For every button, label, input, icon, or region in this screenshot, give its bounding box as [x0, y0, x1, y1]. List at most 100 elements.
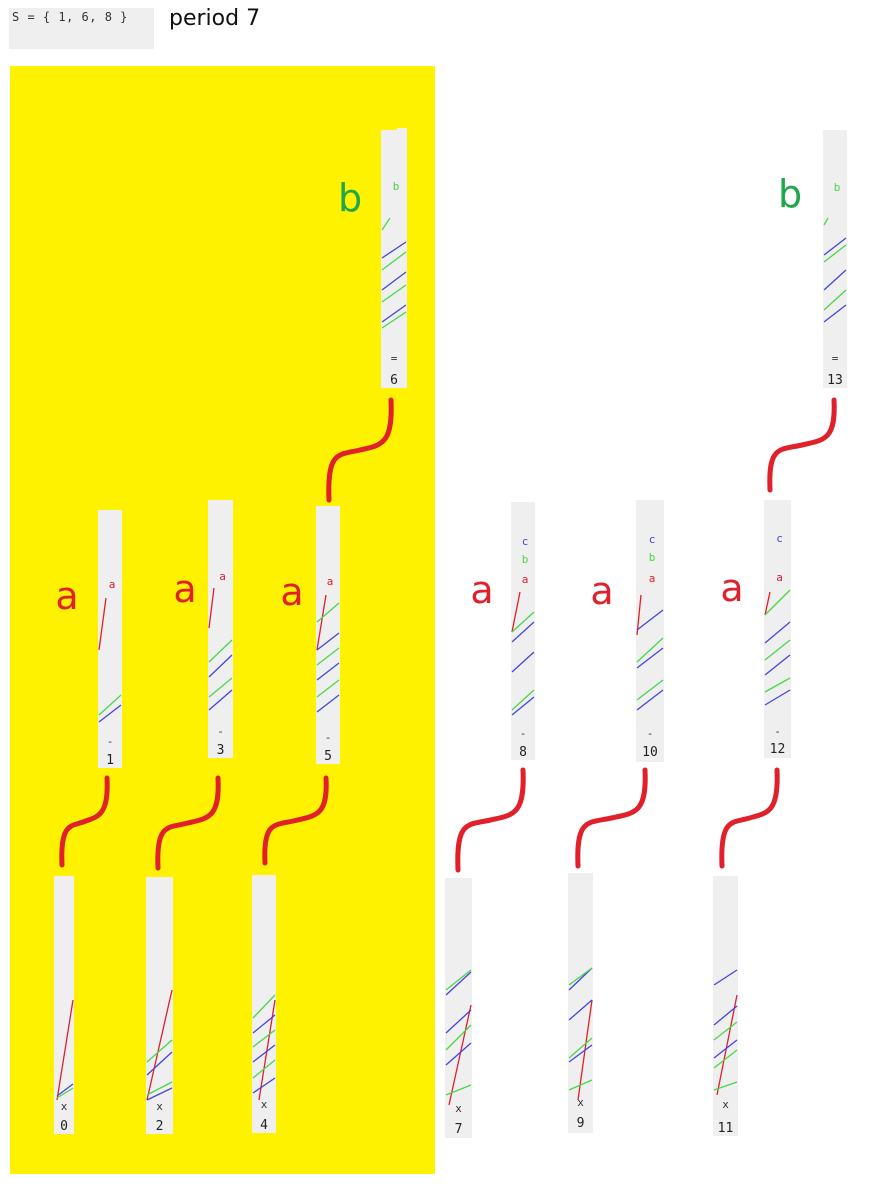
- red-trace-line: [636, 594, 642, 636]
- green-trace-line: [316, 679, 340, 698]
- connector-curve: [767, 397, 837, 493]
- blue-trace-line: [764, 621, 791, 644]
- strip-letter-c: c: [522, 535, 529, 548]
- green-trace-line: [823, 244, 847, 263]
- strip-7: [445, 878, 472, 1138]
- strip-marker: =: [391, 352, 398, 365]
- blue-trace-line: [316, 694, 340, 713]
- green-trace-line: [636, 637, 664, 663]
- connector-curve: [719, 767, 780, 869]
- blue-trace-line: [764, 689, 791, 706]
- label-b: b: [778, 172, 802, 216]
- strip-marker: -: [774, 725, 781, 738]
- blue-trace-line: [381, 271, 407, 291]
- green-trace-line: [252, 1059, 276, 1079]
- strip-letter-b: b: [649, 551, 656, 564]
- blue-trace-line: [252, 1077, 276, 1094]
- blue-trace-line: [252, 1044, 276, 1063]
- strip-marker: x: [261, 1098, 268, 1111]
- strip-marker: -: [520, 727, 527, 740]
- red-trace-line: [316, 594, 327, 651]
- strip-number: 7: [455, 1122, 463, 1137]
- blue-trace-line: [511, 651, 535, 673]
- strip-number: 11: [718, 1121, 734, 1136]
- strip-letter-a: a: [327, 575, 334, 588]
- strip-1: [98, 510, 122, 768]
- green-trace-line: [713, 1021, 738, 1041]
- strip-marker: x: [61, 1100, 68, 1113]
- strip-13: [823, 130, 847, 388]
- strip-letter-a: a: [649, 572, 656, 585]
- strip-3: [208, 500, 233, 758]
- green-trace-line: [316, 647, 340, 666]
- green-trace-line: [445, 1084, 472, 1096]
- red-trace-line: [146, 989, 173, 1101]
- blue-trace-line: [146, 1087, 173, 1101]
- connector-curve: [59, 775, 110, 868]
- strip-letter-a: a: [776, 571, 783, 584]
- blue-trace-line: [511, 621, 535, 643]
- blue-trace-line: [713, 1005, 738, 1026]
- strip-marker: x: [722, 1098, 729, 1111]
- green-trace-line: [636, 679, 664, 701]
- green-trace-line: [381, 311, 407, 329]
- blue-trace-line: [764, 654, 791, 676]
- strip-4: [252, 875, 276, 1133]
- red-trace-line: [511, 591, 521, 633]
- label-b: b: [338, 176, 362, 220]
- blue-trace-line: [636, 609, 664, 631]
- strip-number: 3: [217, 743, 225, 758]
- strip-letter-a: a: [522, 573, 529, 586]
- green-trace-line: [98, 694, 122, 716]
- green-trace-line: [823, 217, 829, 226]
- strip-letter-c: c: [776, 532, 783, 545]
- connector-curve: [155, 775, 221, 871]
- strip-letter-a: a: [219, 570, 226, 583]
- strip-12: [764, 500, 791, 758]
- connector-curve: [262, 775, 329, 866]
- label-a: a: [280, 570, 303, 614]
- red-trace-line: [56, 999, 74, 1101]
- strip-marker: x: [455, 1102, 462, 1115]
- label-a: a: [590, 569, 613, 613]
- green-trace-line: [445, 969, 472, 991]
- blue-trace-line: [713, 1039, 738, 1059]
- strip-number: 13: [827, 373, 843, 388]
- blue-trace-line: [445, 1042, 472, 1066]
- set-label: S = { 1, 6, 8 }: [12, 10, 128, 24]
- strip-number: 0: [60, 1119, 68, 1134]
- blue-trace-line: [568, 1044, 593, 1063]
- strip-marker: -: [107, 735, 114, 748]
- blue-trace-line: [381, 241, 407, 259]
- strip-number: 12: [770, 742, 786, 757]
- blue-trace-line: [823, 237, 847, 256]
- green-trace-line: [764, 589, 791, 616]
- green-trace-line: [713, 1049, 738, 1069]
- green-trace-line: [445, 1024, 472, 1051]
- blue-trace-line: [208, 689, 233, 711]
- red-trace-line: [764, 591, 771, 616]
- strip-marker: x: [577, 1096, 584, 1109]
- green-trace-line: [568, 1079, 593, 1091]
- strip-number: 2: [156, 1119, 164, 1134]
- strip-number: 9: [577, 1116, 585, 1131]
- green-trace-line: [56, 1087, 74, 1099]
- strip-number: 1: [106, 753, 114, 768]
- strip-number: 6: [390, 373, 398, 388]
- strip-number: 10: [642, 745, 658, 760]
- blue-trace-line: [98, 704, 122, 723]
- green-trace-line: [208, 677, 233, 698]
- green-trace-line: [764, 639, 791, 661]
- strip-marker: -: [647, 727, 654, 740]
- strip-number: 8: [519, 745, 527, 760]
- green-trace-line: [146, 1039, 173, 1063]
- blue-trace-line: [316, 632, 340, 651]
- blue-trace-line: [568, 999, 593, 1021]
- green-trace-line: [511, 689, 535, 711]
- green-trace-line: [381, 251, 407, 271]
- green-trace-line: [381, 217, 391, 231]
- blue-trace-line: [568, 967, 593, 991]
- set-label-box: [9, 8, 154, 49]
- strip-6: [381, 130, 407, 388]
